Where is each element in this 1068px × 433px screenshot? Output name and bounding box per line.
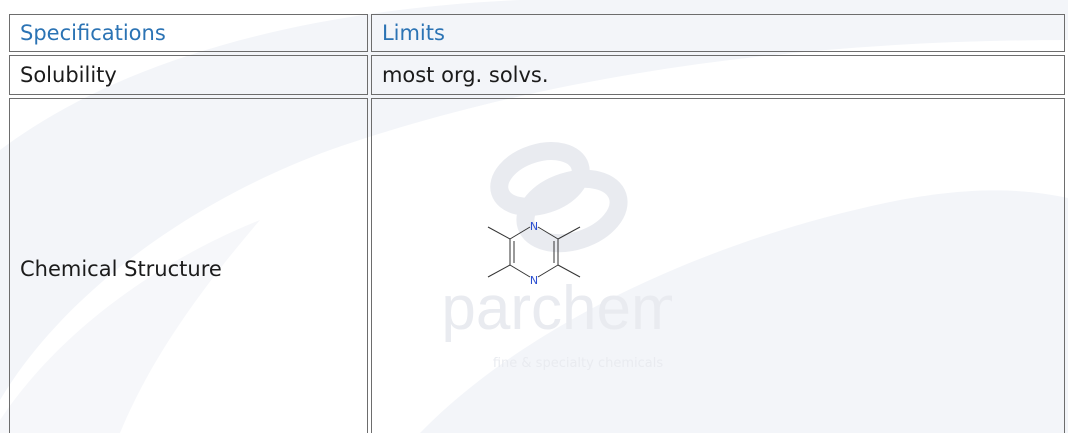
watermark-rings-icon [490,142,628,253]
header-limits: Limits [370,14,1065,52]
table-row: Chemical Structure parchem fine & specia… [9,98,1065,433]
specifications-table: Specifications Limits Solubility most or… [6,11,1068,433]
parchem-watermark-logo: parchem fine & specialty chemicals [441,142,672,371]
structure-cell: parchem fine & specialty chemicals [370,98,1065,433]
watermark-tagline: fine & specialty chemicals [493,356,663,371]
tetramethylpyrazine-structure: N N [487,220,581,287]
watermark-brand: parchem [441,274,672,343]
table-row: Solubility most org. solvs. [9,55,1065,95]
header-specifications: Specifications [9,14,368,52]
nitrogen-atom-bottom: N [530,274,538,287]
table-header-row: Specifications Limits [9,14,1065,52]
spec-limit: most org. solvs. [370,55,1065,95]
nitrogen-atom-top: N [530,220,538,233]
spec-name: Solubility [9,55,368,95]
spec-name: Chemical Structure [9,98,368,433]
